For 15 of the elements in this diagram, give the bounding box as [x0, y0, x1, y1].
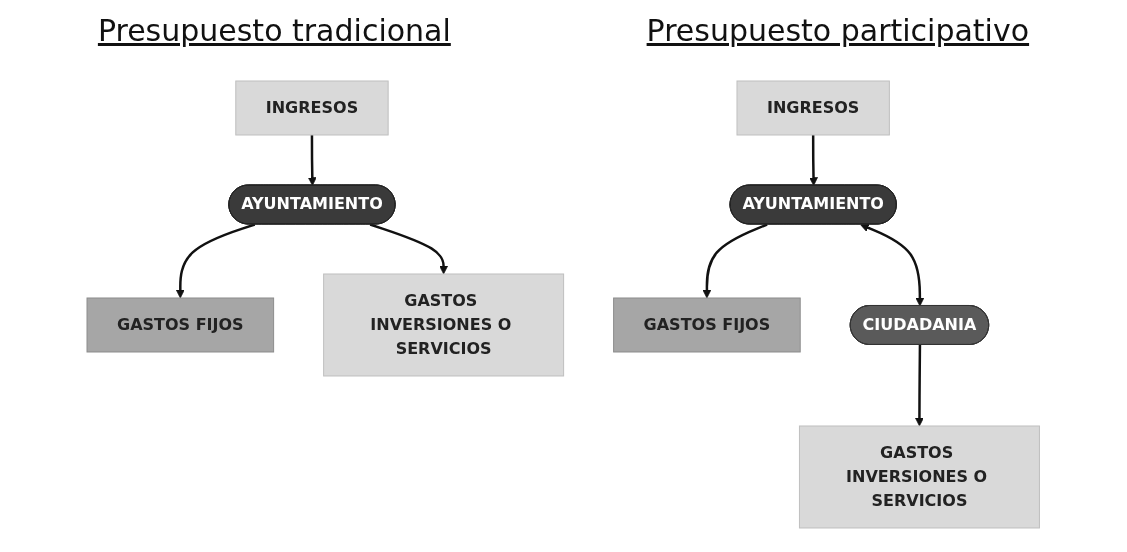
arrow: [176, 222, 256, 298]
arrow: [809, 134, 819, 186]
node-box: GASTOS FIJOS: [613, 297, 801, 352]
node-box: GASTOS INVERSIONES O SERVICIOS: [323, 273, 565, 376]
arrow: [308, 134, 317, 186]
node-box: INGRESOS: [235, 80, 389, 135]
section-heading: Presupuesto tradicional: [97, 12, 451, 48]
node-box: GASTOS INVERSIONES O SERVICIOS: [799, 425, 1041, 528]
arrow: [860, 223, 925, 306]
node-box: INGRESOS: [736, 80, 891, 135]
arrow: [915, 344, 925, 426]
arrow: [370, 222, 449, 274]
section-heading: Presupuesto participativo: [646, 12, 1030, 48]
arrow: [702, 222, 768, 298]
node-box: GASTOS FIJOS: [86, 297, 275, 352]
